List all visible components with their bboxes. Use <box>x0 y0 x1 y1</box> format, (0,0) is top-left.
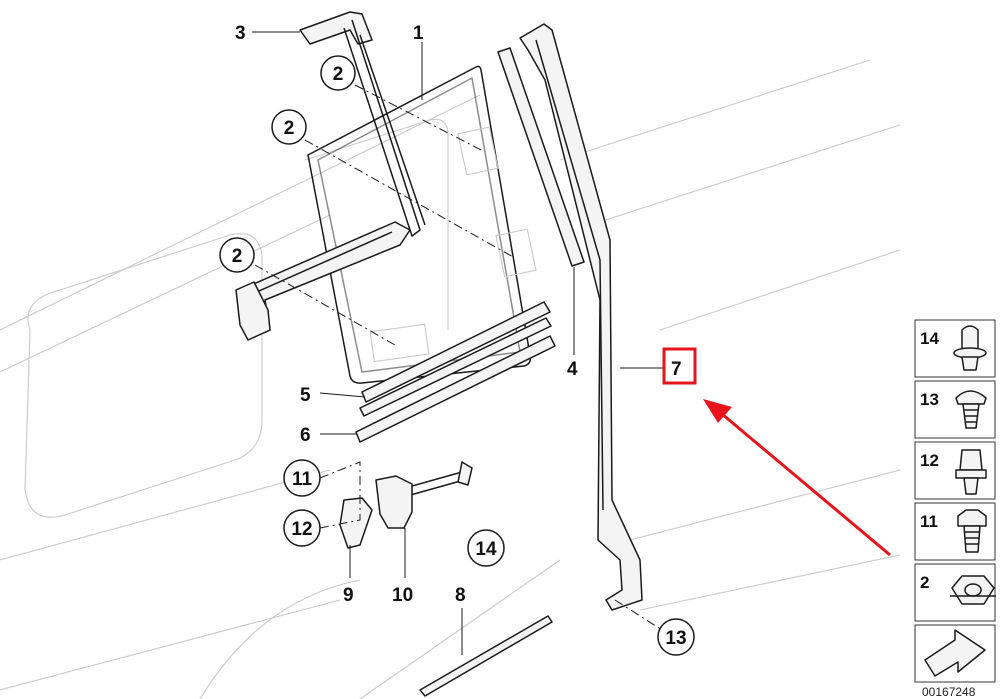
window-glass <box>307 65 537 384</box>
callout-circle-2c <box>219 237 255 273</box>
legend-label-11: 11 <box>920 512 938 531</box>
door-pillar-seal <box>519 23 643 611</box>
push-rivet-icon <box>953 325 987 371</box>
label-part-4: 4 <box>567 359 578 380</box>
callout-circle-14 <box>467 529 505 567</box>
label-part-1: 1 <box>413 23 424 44</box>
window-sill-strips <box>355 301 556 443</box>
legend-label-14: 14 <box>920 329 939 348</box>
label-part-2c: 2 <box>232 246 243 267</box>
legend-cell-11 <box>914 502 996 561</box>
label-leader-lines <box>252 31 664 655</box>
fastener-leader-lines <box>254 84 663 631</box>
label-part-9: 9 <box>343 585 354 606</box>
label-part-7: 7 <box>671 359 682 380</box>
fastener-legend: 14 13 12 11 2 <box>914 319 996 699</box>
label-part-10: 10 <box>392 585 413 606</box>
sill-trim-strip <box>419 615 553 697</box>
legend-cell-14 <box>914 319 996 378</box>
legend-cell-13 <box>914 380 996 439</box>
label-part-13: 13 <box>665 628 686 649</box>
label-part-2b: 2 <box>284 118 295 139</box>
label-part-8: 8 <box>455 585 466 606</box>
callout-circle-12 <box>283 509 321 547</box>
hex-screw-icon <box>957 509 987 553</box>
callout-circle-13 <box>657 618 695 656</box>
callout-circle-2a <box>320 55 356 91</box>
legend-label-13: 13 <box>920 390 939 409</box>
label-part-2a: 2 <box>333 64 344 85</box>
callout-circle-11 <box>283 459 321 497</box>
legend-label-2: 2 <box>920 573 929 592</box>
window-regulator <box>339 461 473 549</box>
legend-label-12: 12 <box>920 451 939 470</box>
clip-fastener-icon <box>955 390 987 429</box>
label-part-5: 5 <box>300 385 311 406</box>
reference-number: 00167248 <box>922 685 976 699</box>
label-part-11: 11 <box>292 469 313 490</box>
label-part-12: 12 <box>291 519 312 540</box>
glass-guide-strip <box>497 47 585 267</box>
expanding-nut-icon <box>955 449 987 495</box>
hex-nut-icon <box>950 575 996 605</box>
window-frame-rail <box>235 11 426 341</box>
label-part-6: 6 <box>300 425 311 446</box>
label-part-14: 14 <box>475 539 497 560</box>
label-part-3: 3 <box>235 23 246 44</box>
highlight-box <box>662 347 697 385</box>
callout-circle-2b <box>271 109 307 145</box>
assembly-arrow-icon <box>924 629 986 677</box>
vehicle-body-outline <box>0 59 901 699</box>
highlight-arrow <box>703 399 891 557</box>
